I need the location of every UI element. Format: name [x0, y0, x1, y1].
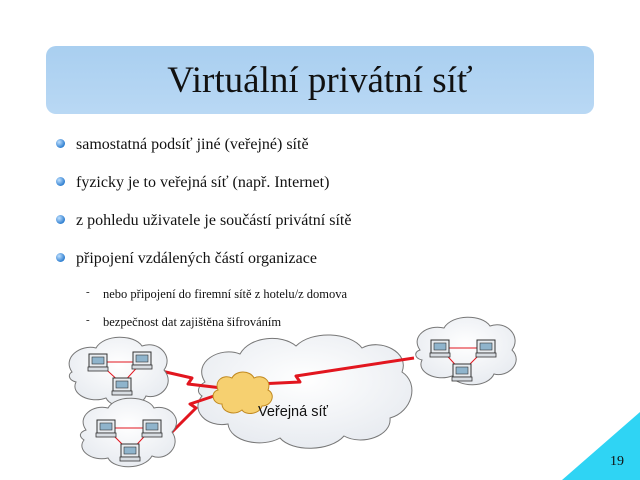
corner-decoration: [562, 412, 640, 480]
computer-icon: [119, 443, 141, 462]
dash-icon: -: [86, 286, 90, 298]
computer-icon: [111, 377, 133, 396]
bullet-item: fyzicky je to veřejná síť (např. Interne…: [56, 174, 351, 212]
bullet-icon: [56, 215, 65, 224]
lan-cloud-left-bottom: [79, 397, 177, 468]
bullet-item: samostatná podsíť jiné (veřejné) sítě: [56, 136, 351, 174]
bullet-icon: [56, 253, 65, 262]
bullet-item: z pohledu uživatele je součástí privátní…: [56, 212, 351, 250]
link-left-top: [147, 366, 223, 390]
computer-icon: [475, 339, 497, 358]
bullet-list: samostatná podsíť jiné (veřejné) sítě fy…: [56, 136, 351, 288]
title-banner: Virtuální privátní síť: [46, 46, 594, 114]
public-network-label: Veřejná síť: [258, 404, 328, 420]
lan-cloud-right: [415, 316, 517, 386]
internet-core-icon: [212, 371, 273, 414]
computer-icon: [141, 419, 163, 438]
computer-icon: [429, 339, 451, 358]
link-left-bottom: [170, 394, 215, 434]
bullet-item: připojení vzdálených částí organizace: [56, 250, 351, 288]
sub-bullet-item: -nebo připojení do firemní sítě z hotelu…: [86, 286, 348, 301]
public-network-cloud: [197, 334, 413, 449]
sub-bullet-list: -nebo připojení do firemní sítě z hotelu…: [86, 286, 347, 342]
bullet-icon: [56, 177, 65, 186]
computer-icon: [451, 363, 473, 382]
link-right: [257, 356, 415, 386]
sub-bullet-item: -bezpečnost dat zajištěna šifrováním: [86, 314, 282, 329]
dash-icon: -: [86, 314, 90, 326]
page-number: 19: [610, 454, 624, 469]
vpn-links: [147, 356, 415, 434]
bullet-icon: [56, 139, 65, 148]
computer-icon: [95, 419, 117, 438]
computer-icon: [131, 351, 153, 370]
slide-title: Virtuální privátní síť: [167, 59, 473, 101]
lan-cloud-left-top: [68, 336, 169, 408]
computer-icon: [87, 353, 109, 372]
